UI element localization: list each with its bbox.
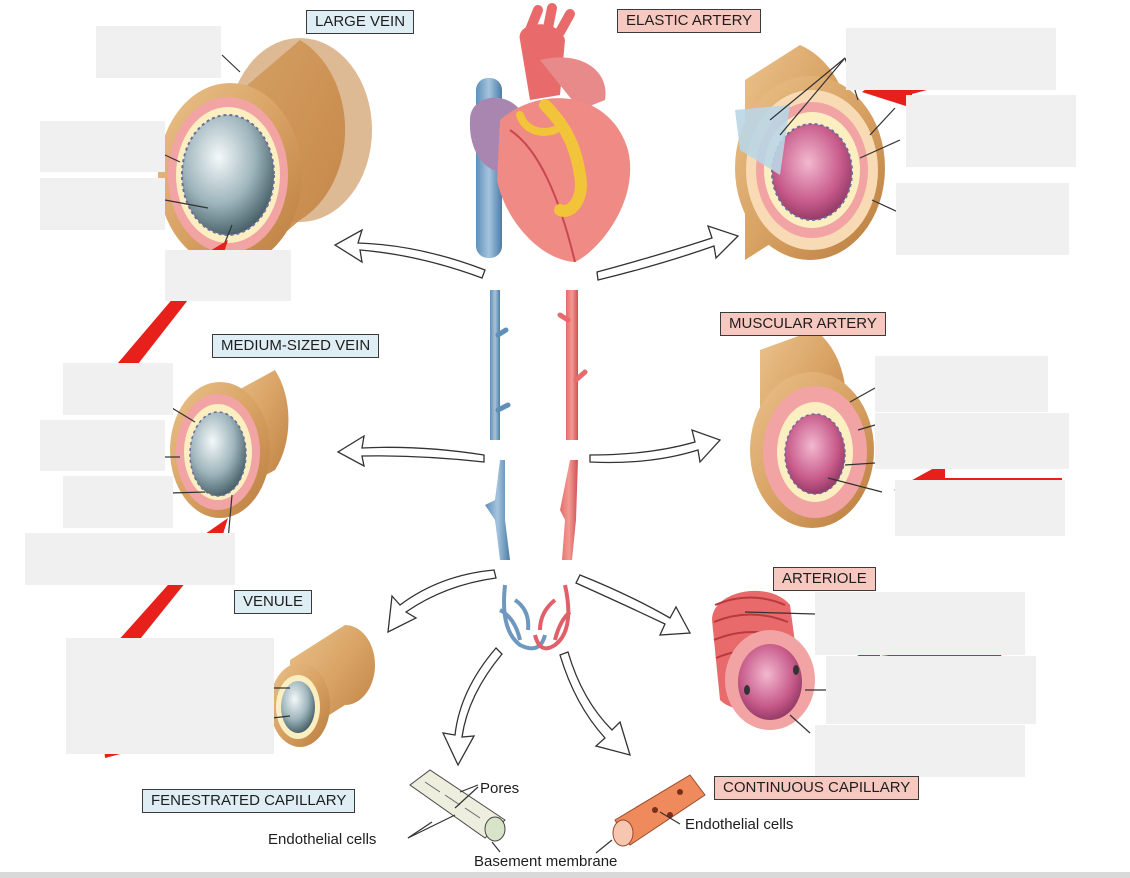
blank-label-box — [96, 26, 221, 78]
muscular-artery-illustration — [750, 330, 883, 528]
label-basement-membrane: Basement membrane — [474, 853, 618, 870]
label-fenestrated-capillary: FENESTRATED CAPILLARY — [142, 789, 356, 813]
fenestrated-capillary-illustration — [407, 769, 506, 853]
blank-label-box — [826, 656, 1036, 724]
blank-label-box — [815, 725, 1025, 777]
large-vein-illustration — [158, 38, 372, 280]
central-vessels — [485, 290, 588, 651]
capillary-bed — [498, 584, 572, 651]
label-endothelial-cells-fenestrated: Endothelial cells — [268, 831, 377, 848]
label-pores: Pores — [480, 780, 520, 797]
flow-arrows — [333, 224, 740, 767]
blank-label-box — [63, 363, 173, 415]
label-continuous-capillary: CONTINUOUS CAPILLARY — [714, 776, 920, 800]
blank-label-box — [815, 592, 1025, 655]
label-endothelial-cells-continuous: Endothelial cells — [685, 816, 794, 833]
blank-label-box — [165, 250, 291, 301]
arteriole-illustration — [712, 590, 828, 734]
blank-label-box — [875, 413, 1069, 469]
label-arteriole: ARTERIOLE — [773, 567, 876, 591]
blank-label-box — [63, 476, 173, 528]
label-venule: VENULE — [234, 590, 313, 614]
blank-label-box — [40, 178, 165, 230]
blank-label-box — [875, 356, 1048, 412]
bottom-rule — [0, 872, 1130, 878]
blank-label-box — [895, 480, 1065, 536]
medium-vein-illustration — [165, 370, 289, 541]
blank-label-box — [40, 420, 165, 471]
elastic-artery-illustration — [735, 45, 901, 260]
blank-label-box — [846, 28, 1056, 90]
blank-label-box — [40, 121, 165, 172]
blank-label-box — [906, 95, 1076, 167]
venule-illustration — [270, 625, 375, 747]
blank-label-box — [25, 533, 235, 585]
continuous-capillary-illustration — [595, 774, 706, 854]
label-medium-vein: MEDIUM-SIZED VEIN — [212, 334, 380, 358]
label-large-vein: LARGE VEIN — [306, 10, 415, 34]
blank-label-box — [66, 638, 274, 754]
blank-label-box — [896, 183, 1069, 255]
label-elastic-artery: ELASTIC ARTERY — [617, 9, 762, 33]
heart-illustration — [469, 3, 631, 263]
label-muscular-artery: MUSCULAR ARTERY — [720, 312, 886, 336]
